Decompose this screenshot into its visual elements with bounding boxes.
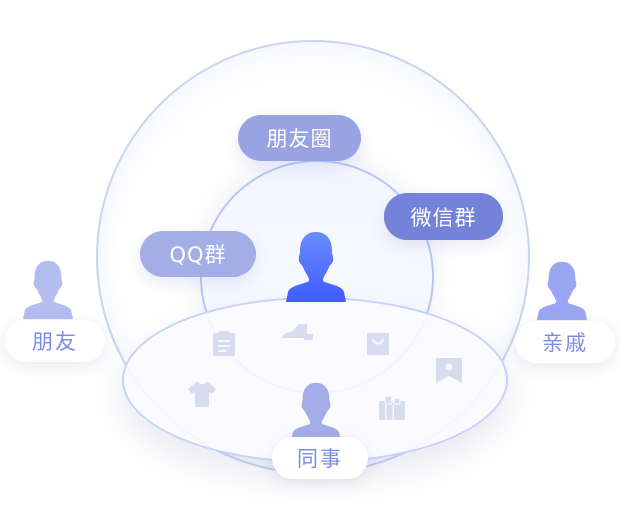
moments-pill: 朋友圈 bbox=[238, 115, 361, 161]
shopping-bag-icon bbox=[367, 333, 389, 355]
friend-chip: 朋友 bbox=[5, 320, 105, 362]
gift-icon bbox=[379, 396, 405, 420]
clipboard-icon bbox=[213, 331, 235, 356]
friend-label: 朋友 bbox=[32, 330, 78, 354]
wechat-group-label: 微信群 bbox=[410, 205, 477, 230]
moments-label: 朋友圈 bbox=[266, 127, 333, 151]
qq-group-pill: QQ群 bbox=[140, 231, 256, 277]
shoe-icon bbox=[282, 324, 314, 340]
friend-user-icon bbox=[23, 259, 73, 321]
colleague-chip: 同事 bbox=[272, 437, 368, 479]
relative-chip: 亲戚 bbox=[515, 321, 615, 363]
qq-group-label: QQ群 bbox=[169, 243, 227, 267]
tshirt-icon bbox=[188, 382, 216, 407]
bookmark-icon bbox=[436, 358, 462, 384]
wechat-group-pill: 微信群 bbox=[384, 193, 503, 240]
colleague-label: 同事 bbox=[297, 447, 343, 471]
relative-label: 亲戚 bbox=[542, 331, 588, 355]
colleague-user-icon bbox=[291, 382, 341, 442]
relative-user-icon bbox=[537, 261, 587, 321]
center-user-icon bbox=[286, 232, 346, 302]
